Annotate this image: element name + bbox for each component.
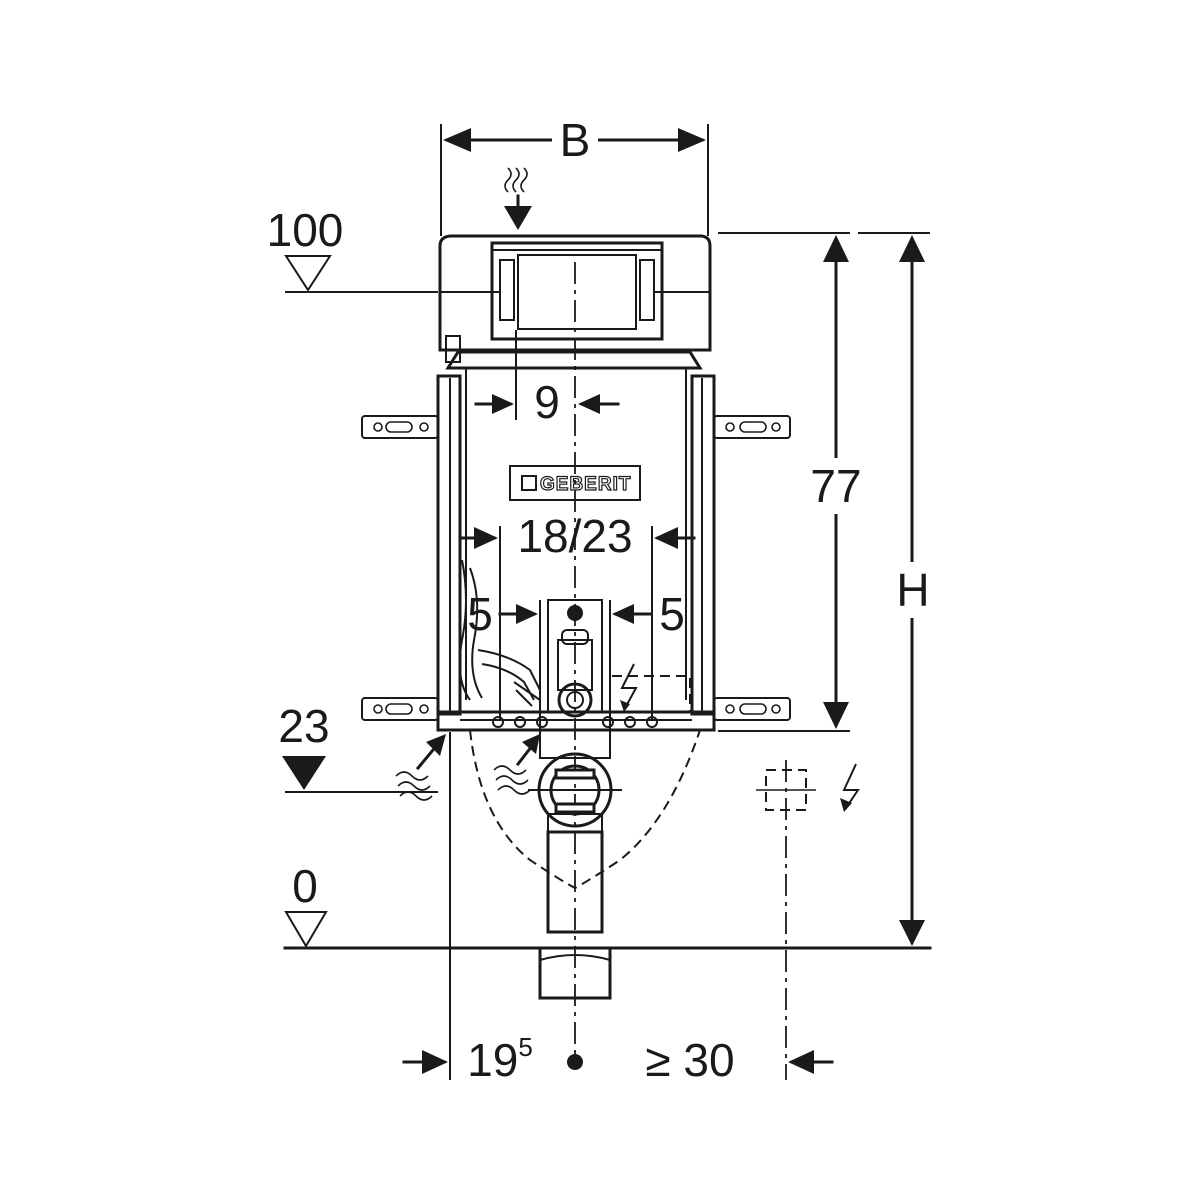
wall-bracket-left-top <box>361 415 439 439</box>
dim-frame-height-label: 77 <box>810 460 861 512</box>
dim-height-77: 77 <box>718 232 866 732</box>
level-marker-23: 23 <box>278 700 438 793</box>
brand-logo-text: GEBERIT <box>540 474 631 495</box>
dim-total-height-label: H <box>896 564 929 616</box>
level-top-label: 100 <box>267 204 344 256</box>
dim-wall-depth-label: 195 <box>467 1032 533 1086</box>
dim-actuator-offset-label: 9 <box>534 376 560 428</box>
wc-bowl-outline <box>469 729 701 890</box>
dim-side-right-label: 5 <box>659 588 685 640</box>
water-supply-icon <box>493 734 540 795</box>
drain-pipe <box>528 752 622 1000</box>
electrical-lightning-icon <box>840 763 860 812</box>
dim-width-b: B <box>440 112 709 236</box>
dim-min-clearance-label: ≥ 30 <box>645 1034 734 1086</box>
water-supply-icon <box>395 734 446 801</box>
water-supply-icon <box>504 167 532 230</box>
level-marker-0: 0 <box>284 860 328 948</box>
level-floor-label: 0 <box>292 860 318 912</box>
dim-wall-depth: 195 <box>402 732 583 1086</box>
wall-bracket-right-bottom <box>713 697 791 721</box>
wall-bracket-left-bottom <box>361 697 439 721</box>
level-mid-label: 23 <box>278 700 329 752</box>
flush-pipe-assembly <box>458 559 691 759</box>
level-marker-100: 100 <box>267 204 438 293</box>
brand-logo: GEBERIT <box>509 465 641 501</box>
electrical-lightning-icon <box>620 663 638 712</box>
wall-bracket-right-top <box>713 415 791 439</box>
installation-frame <box>436 234 716 732</box>
dim-height-h: H <box>858 232 938 946</box>
dim-side-clearance: ≥ 30 <box>645 1034 834 1086</box>
dim-flush-pipe: 18/23 <box>458 510 696 720</box>
dim-flush-pipe-label: 18/23 <box>517 510 632 562</box>
dim-width-label: B <box>560 114 591 166</box>
dim-side-left-label: 5 <box>467 588 493 640</box>
dim-side-spacing: 5 5 <box>467 588 685 730</box>
wall-plug-box-icon <box>756 760 816 1080</box>
dim-actuator-offset: 9 <box>474 330 620 428</box>
